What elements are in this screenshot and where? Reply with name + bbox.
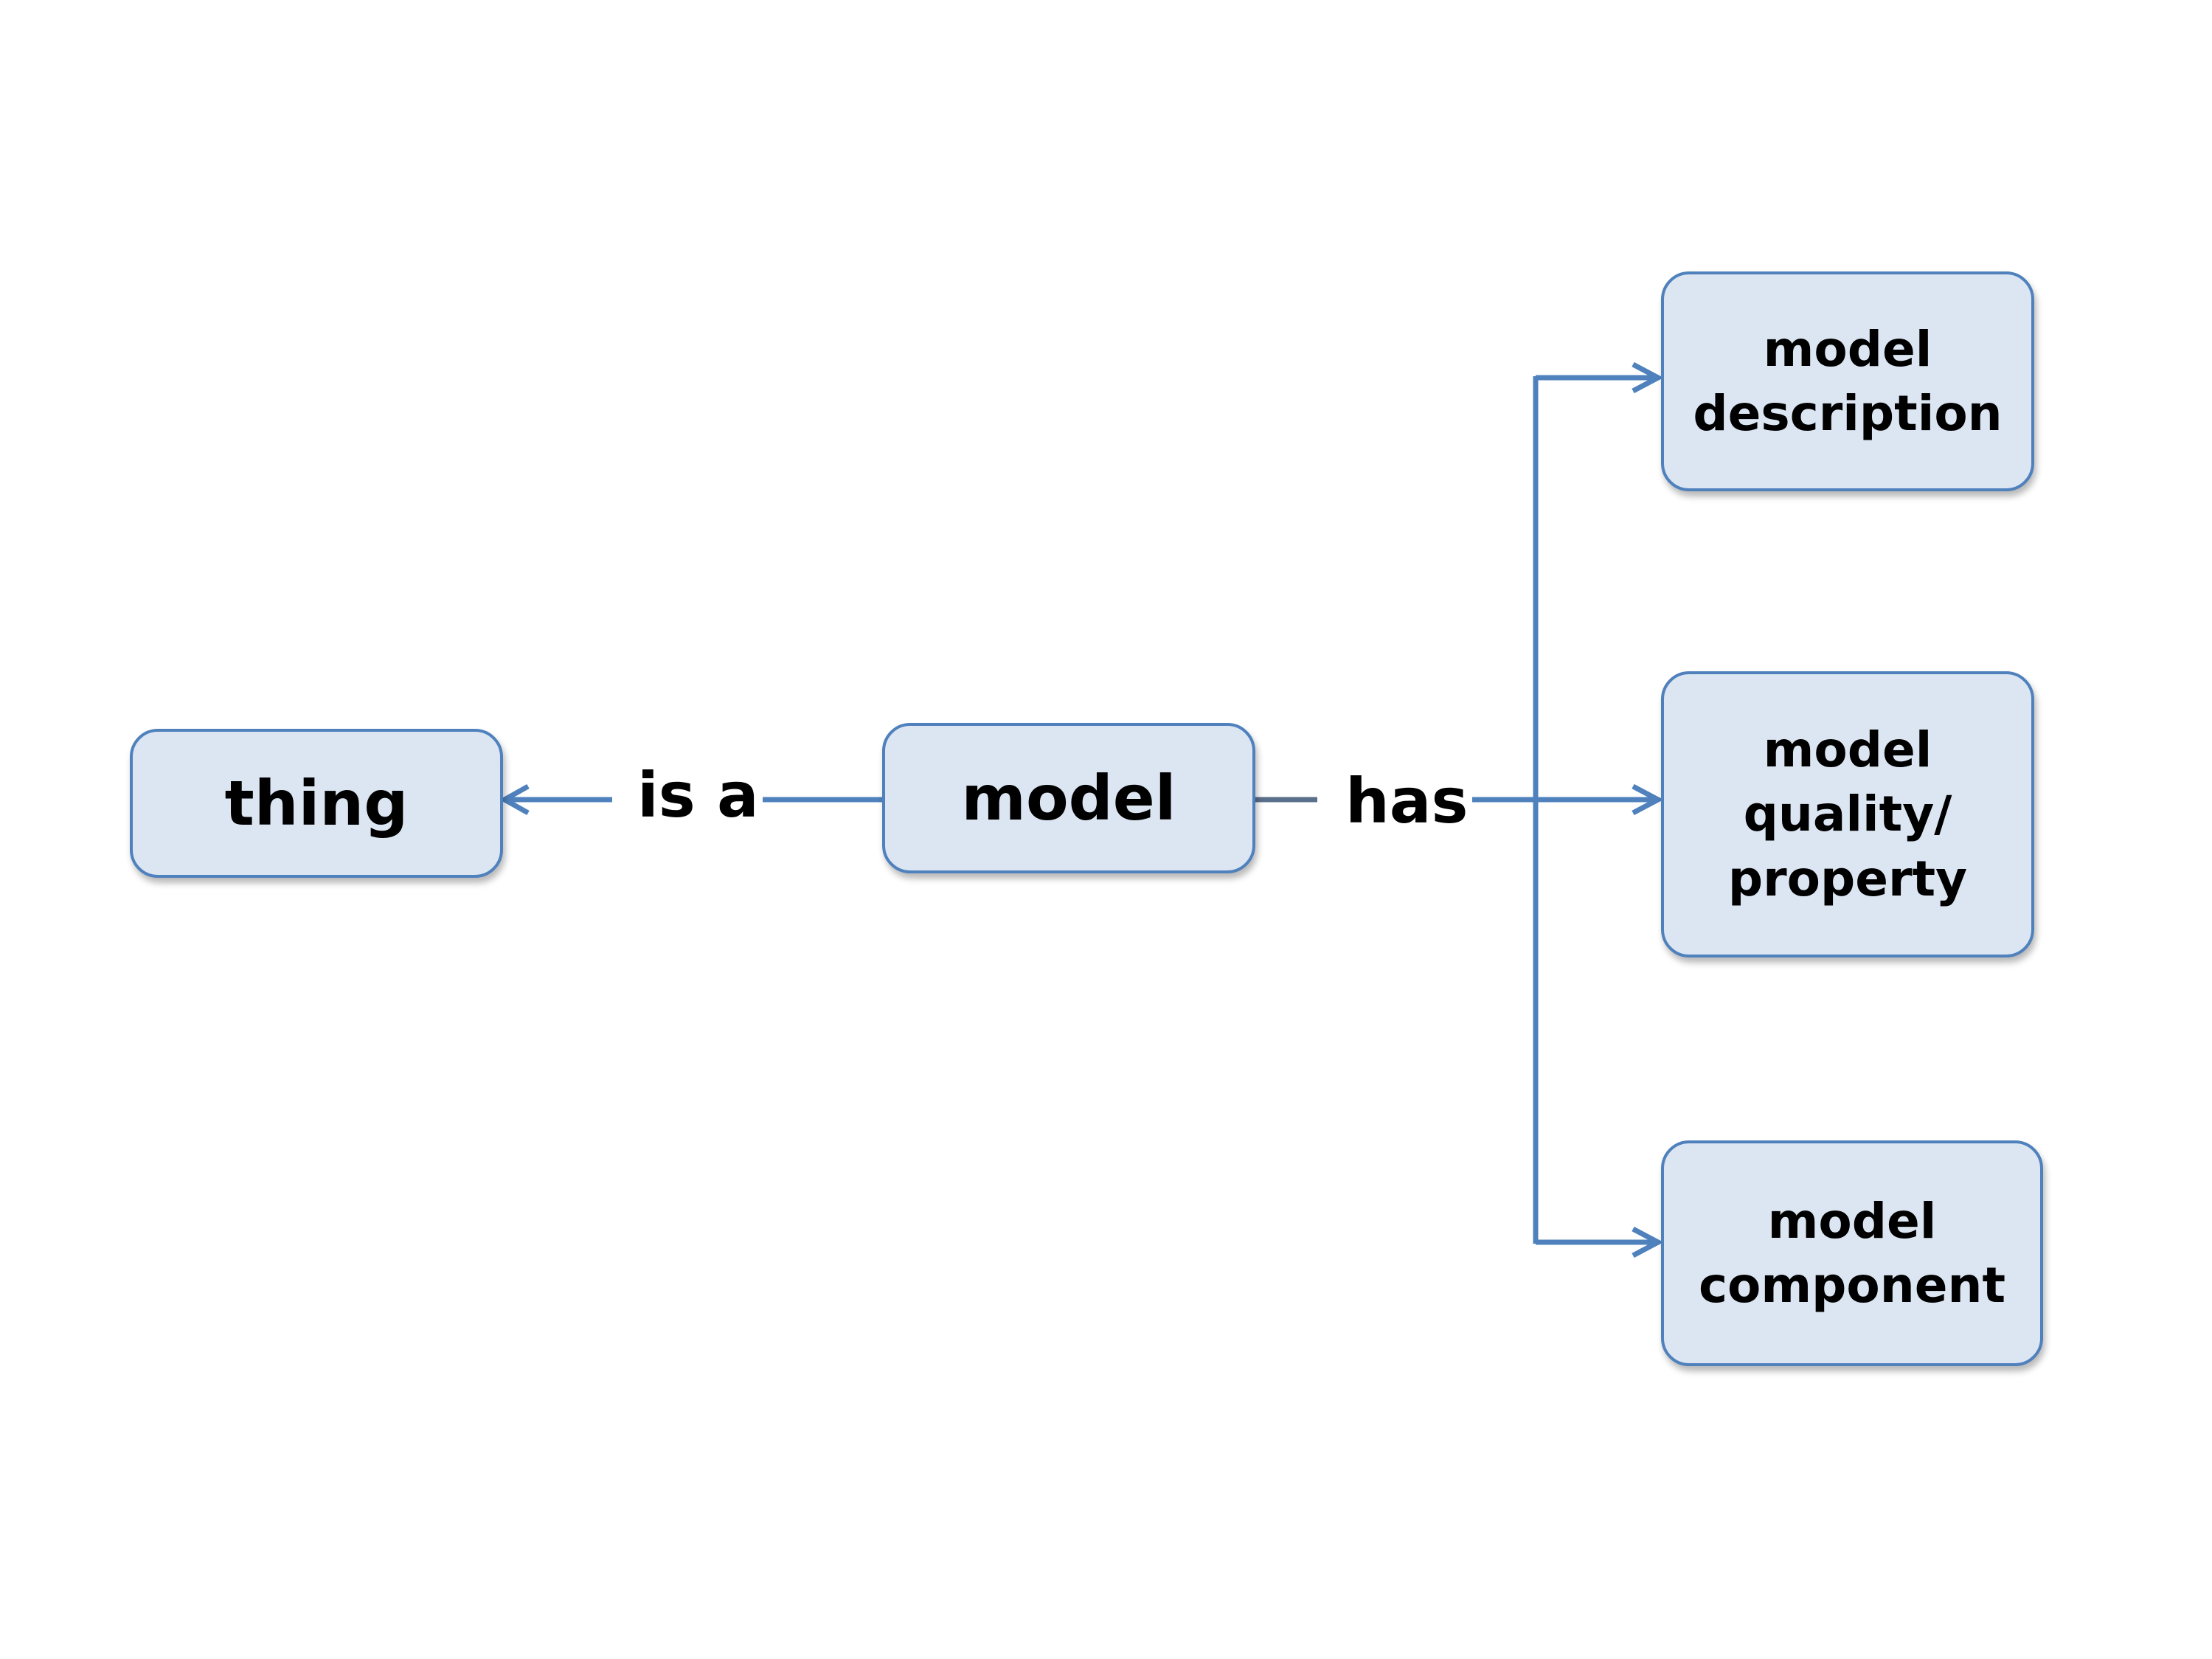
arrowhead-description (1632, 361, 1664, 394)
arrowhead-component (1632, 1226, 1664, 1258)
node-thing: thing (130, 729, 503, 878)
node-model-description-label: model description (1693, 320, 2003, 442)
node-model-description: model description (1661, 271, 2034, 491)
node-model-component: model component (1661, 1140, 2043, 1366)
is-a-arrowhead (499, 783, 530, 816)
node-model-quality-property-label: model quality/ property (1727, 721, 1968, 907)
edge-label-is-a: is a (637, 759, 759, 831)
edge-label-has: has (1345, 765, 1469, 837)
node-model-label: model (961, 761, 1176, 834)
node-model-component-label: model component (1698, 1192, 2006, 1314)
node-model: model (882, 723, 1255, 873)
node-model-quality-property: model quality/ property (1661, 671, 2034, 957)
arrowhead-quality (1632, 783, 1664, 816)
node-thing-label: thing (224, 766, 409, 839)
